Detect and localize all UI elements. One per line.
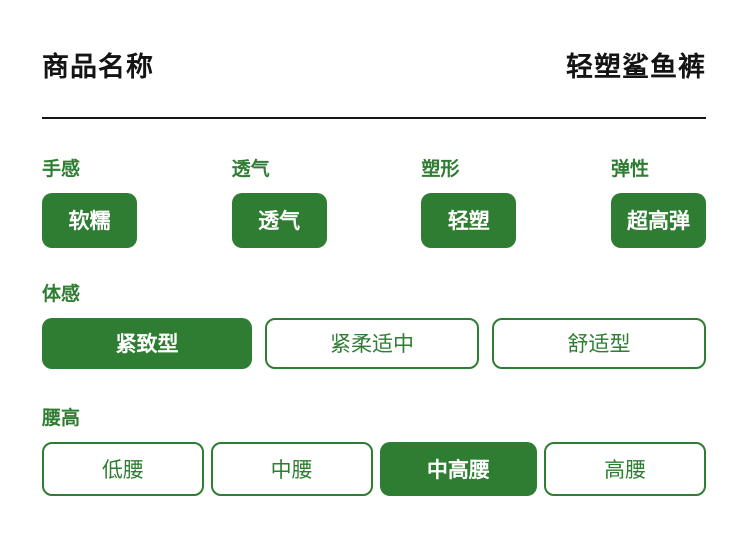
attribute-value-badge[interactable]: 超高弹 (610, 192, 706, 248)
option-low-waist[interactable]: 低腰 (42, 441, 204, 496)
product-name: 轻塑鲨鱼裤 (566, 52, 706, 82)
attribute-shaping: 塑形 轻塑 (421, 158, 517, 248)
attribute-label: 塑形 (421, 158, 460, 180)
attribute-value-badge[interactable]: 轻塑 (421, 192, 517, 248)
waist-height-section: 腰高 低腰 中腰 中高腰 高腰 (42, 409, 706, 496)
header-divider (42, 116, 706, 119)
body-feel-options: 紧致型 紧柔适中 舒适型 (42, 317, 706, 369)
option-high-waist[interactable]: 高腰 (544, 441, 706, 496)
attribute-breathability: 透气 透气 (231, 158, 327, 248)
option-mid-waist[interactable]: 中腰 (210, 441, 373, 496)
body-feel-section: 体感 紧致型 紧柔适中 舒适型 (42, 285, 706, 369)
option-comfort[interactable]: 舒适型 (492, 317, 706, 369)
attribute-label: 手感 (42, 158, 81, 180)
waist-height-options: 低腰 中腰 中高腰 高腰 (42, 441, 706, 496)
attribute-label: 弹性 (610, 158, 649, 180)
option-tight-selected[interactable]: 紧致型 (42, 317, 252, 369)
page-title: 商品名称 (42, 52, 154, 82)
attribute-row: 手感 软糯 透气 透气 塑形 轻塑 弹性 超高弹 (42, 160, 706, 248)
option-midhigh-waist-selected[interactable]: 中高腰 (379, 441, 538, 496)
waist-height-label: 腰高 (42, 407, 81, 429)
attribute-label: 透气 (231, 158, 270, 180)
option-medium[interactable]: 紧柔适中 (265, 317, 479, 369)
body-feel-label: 体感 (42, 283, 81, 305)
attribute-elasticity: 弹性 超高弹 (610, 158, 706, 248)
attribute-value-badge[interactable]: 软糯 (42, 192, 137, 248)
attribute-value-badge[interactable]: 透气 (231, 192, 327, 248)
attribute-handfeel: 手感 软糯 (42, 160, 137, 248)
header: 商品名称 轻塑鲨鱼裤 (42, 0, 706, 83)
